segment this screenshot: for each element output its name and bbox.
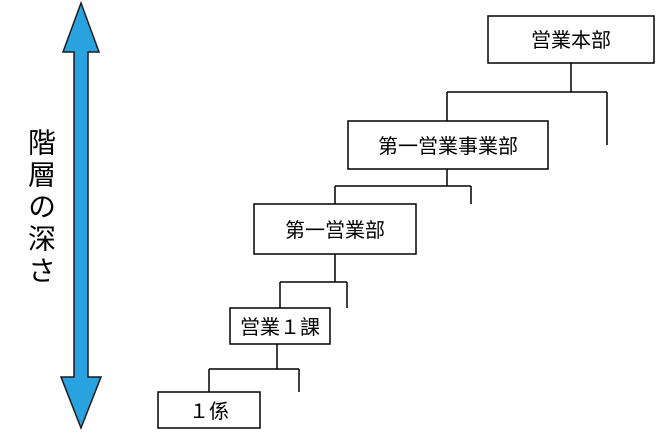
box-daiichi-eigyo-jigyobu: 第一営業事業部 (347, 120, 549, 170)
connectors (208, 63, 608, 392)
box-label: １係 (189, 399, 229, 423)
connector-ka (208, 344, 300, 392)
depth-arrow (59, 0, 103, 431)
box-label: 第一営業部 (285, 218, 385, 242)
depth-label: 階層の深さ (24, 128, 57, 288)
box-ikkakari: １係 (157, 391, 261, 429)
box-label: 営業本部 (531, 28, 611, 52)
connector-honbu (446, 63, 608, 145)
box-label: 営業１課 (240, 315, 320, 339)
box-eigyo-honbu: 営業本部 (487, 15, 655, 64)
connector-jigyobu (334, 169, 472, 204)
box-eigyo-ikka: 営業１課 (229, 307, 331, 345)
connector-eigyobu (279, 254, 348, 308)
box-label: 第一営業事業部 (378, 134, 518, 158)
box-daiichi-eigyobu: 第一営業部 (253, 203, 417, 255)
